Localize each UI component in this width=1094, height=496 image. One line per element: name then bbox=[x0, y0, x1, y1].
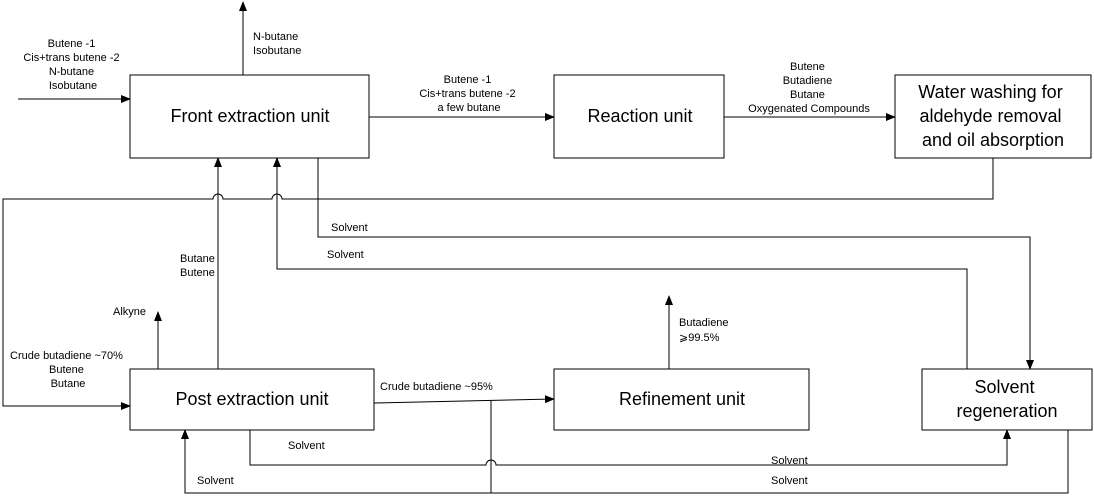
post-to-refinement-arrow bbox=[373, 395, 555, 404]
front-to-reaction-label: Butene -1 Cis+trans butene -2 a few buta… bbox=[419, 74, 518, 114]
regen-solvent-to-post-line bbox=[181, 429, 1069, 494]
reaction-to-washing-label: Butene Butadiene Butane Oxygenated Compo… bbox=[748, 61, 870, 115]
water-washing-box: Water washing for aldehyde removal and o… bbox=[894, 74, 1092, 159]
reaction-unit-label: Reaction unit bbox=[587, 106, 692, 126]
feed-label: Butene -1 Cis+trans butene -2 N-butane I… bbox=[23, 38, 122, 92]
solvent-post-out-label: Solvent bbox=[288, 440, 325, 452]
solvent-upper-label: Solvent bbox=[331, 222, 368, 234]
crude-70-label: Crude butadiene ~70% Butene Butane bbox=[10, 350, 126, 390]
butadiene-output-label: Butadiene ⩾99.5% bbox=[679, 317, 732, 344]
post-extraction-unit-label: Post extraction unit bbox=[175, 389, 328, 409]
alkyne-label: Alkyne bbox=[113, 306, 146, 318]
post-solvent-to-regen-line bbox=[249, 429, 1011, 466]
washing-to-post-extraction-line bbox=[2, 158, 994, 410]
crude-95-label: Crude butadiene ~95% bbox=[380, 381, 493, 393]
reaction-unit-box: Reaction unit bbox=[553, 74, 725, 159]
solvent-post-in-label: Solvent bbox=[197, 475, 234, 487]
regen-solvent-to-front-line bbox=[273, 157, 968, 369]
post-extraction-unit-box: Post extraction unit bbox=[129, 368, 375, 431]
solvent-regeneration-box: Solvent regeneration bbox=[921, 368, 1093, 431]
front-solvent-to-regen-line bbox=[317, 158, 1034, 370]
solvent-to-regen-label: Solvent bbox=[771, 455, 808, 467]
refinement-unit-label: Refinement unit bbox=[619, 389, 745, 409]
solvent-regen-bottom-label: Solvent bbox=[771, 475, 808, 487]
refinement-unit-box: Refinement unit bbox=[553, 368, 810, 431]
solvent-return-label: Solvent bbox=[327, 249, 364, 261]
solvent-regeneration-label: Solvent regeneration bbox=[956, 377, 1057, 421]
front-top-output-label: N-butane Isobutane bbox=[253, 31, 301, 57]
front-extraction-unit-label: Front extraction unit bbox=[170, 106, 329, 126]
front-extraction-unit-box: Front extraction unit bbox=[129, 74, 370, 159]
water-washing-label: Water washing for aldehyde removal and o… bbox=[918, 82, 1067, 150]
butane-butene-label: Butane Butene bbox=[180, 253, 218, 279]
